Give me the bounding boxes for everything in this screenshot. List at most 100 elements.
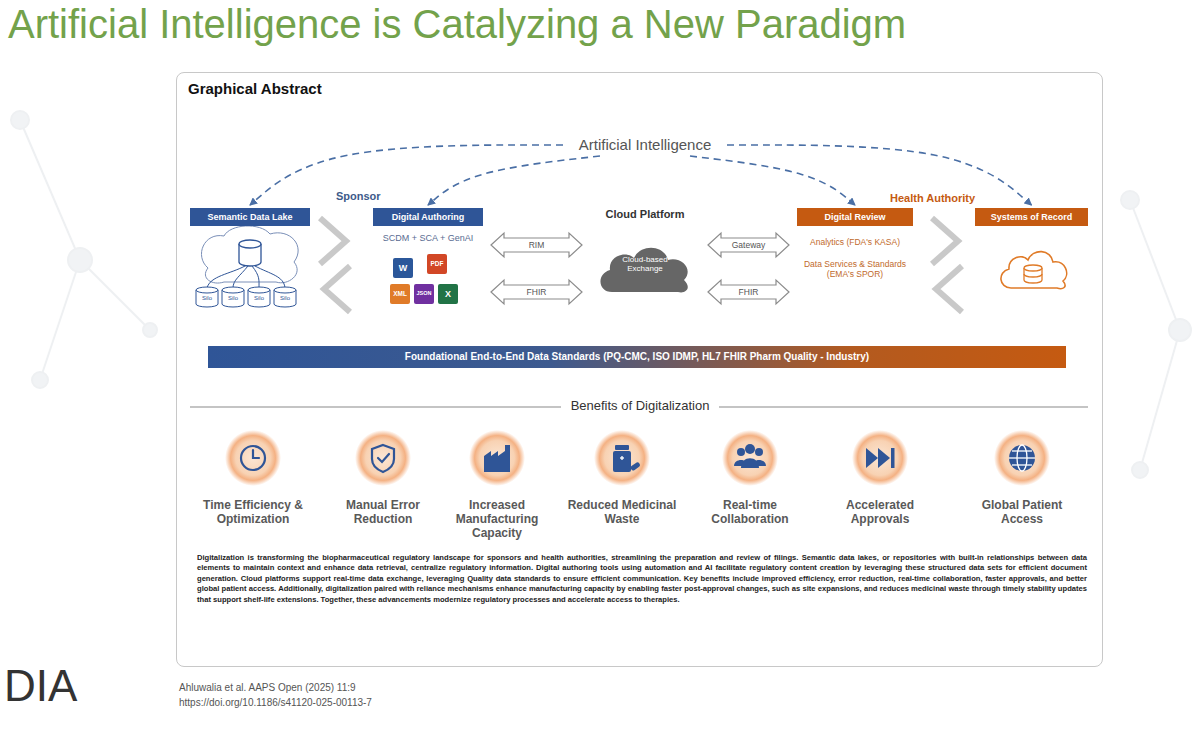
systems-of-record-panel-art <box>1024 274 1042 277</box>
benefit-icons <box>484 444 1035 472</box>
systems-of-record-panel-art <box>1024 265 1042 283</box>
network-watermark <box>68 248 92 272</box>
network-watermark <box>32 372 48 388</box>
benefit-icons <box>994 430 1050 486</box>
file-icon-text: JSON <box>414 290 434 296</box>
node-heading: Digital Authoring <box>373 208 483 226</box>
node-text: Analytics (FDA's KASA) <box>797 237 913 248</box>
benefit-label: Accelerated Approvals <box>825 498 935 526</box>
card-ground <box>176 72 1103 667</box>
benefit-icons <box>253 450 259 458</box>
network-watermark <box>1121 191 1139 209</box>
network-watermark <box>1169 319 1191 341</box>
authoring-panel-art <box>427 254 447 274</box>
benefit-icons <box>1009 445 1035 471</box>
sync-chevrons <box>320 218 346 264</box>
benefit-icons <box>741 458 759 468</box>
network-watermark <box>143 323 157 337</box>
file-icon-text: X <box>438 289 458 300</box>
cloud-platform: Cloud PlatformCloud-based Exchange <box>590 208 700 298</box>
ai-label: Artificial Intelligence <box>565 135 725 155</box>
data-lake-panel-art <box>196 287 218 293</box>
abstract-caption: Digitalization is transforming the bioph… <box>197 553 1087 605</box>
benefit-icons <box>737 448 745 456</box>
digital-review-panel: Digital ReviewAnalytics (FDA's KASA) Data… <box>797 208 913 313</box>
benefit-icons <box>378 454 389 462</box>
logo-text: DIA <box>4 660 104 712</box>
silo-label: Silo <box>222 295 244 302</box>
data-lake-panel-art <box>207 266 245 288</box>
network-watermark <box>80 260 150 330</box>
benefit-icons <box>241 445 394 472</box>
sync-chevrons <box>320 218 962 312</box>
benefit-label: Global Patient Access <box>962 498 1082 526</box>
data-lake-panel-art <box>239 240 261 266</box>
exchange-arrow <box>491 280 582 304</box>
node-heading: Semantic Data Lake <box>190 208 310 226</box>
benefit-icons <box>891 448 895 468</box>
sync-chevrons <box>324 266 350 312</box>
node-heading: Systems of Record <box>975 208 1088 226</box>
file-icon-text: W <box>393 263 413 274</box>
benefit-icons <box>372 445 394 472</box>
benefit-icons <box>745 444 755 454</box>
citation: https://doi.org/10.1186/s41120-025-00113… <box>179 697 579 709</box>
benefit-icons <box>878 448 890 468</box>
network-watermark <box>11 111 29 129</box>
data-lake-panel-art <box>239 240 261 248</box>
edge-label: Gateway <box>730 240 768 250</box>
exchange-arrow <box>491 233 582 257</box>
network-watermark <box>20 120 80 260</box>
file-icon-text: PDF <box>427 260 447 268</box>
data-standards-band: Foundational End-to-End Data Standards (… <box>208 346 1066 368</box>
benefit-icons <box>613 451 631 472</box>
benefit-icons <box>469 430 525 486</box>
systems-of-record-panel-art <box>1001 252 1067 289</box>
benefit-label: Manual Error Reduction <box>328 498 438 526</box>
benefit-icons <box>1012 464 1032 465</box>
node-heading: Digital Review <box>797 208 913 226</box>
data-lake-panel-art <box>222 287 244 293</box>
silo-label: Silo <box>274 295 296 302</box>
ai-dashed-arrow <box>727 145 1032 205</box>
node-text: Data Services & Standards (EMA's SPOR) <box>797 259 913 280</box>
network-watermark <box>1132 462 1148 478</box>
benefit-icons <box>755 448 763 456</box>
exchange-arrow <box>708 280 789 304</box>
silo-label: Silo <box>196 295 218 302</box>
benefit-label: Real-time Collaboration <box>690 498 810 526</box>
edge-label: RIM <box>527 240 547 250</box>
data-lake-panel-art <box>201 226 298 283</box>
data-lake-panel-art <box>196 287 296 307</box>
node-heading: Foundational End-to-End Data Standards (… <box>208 346 1066 367</box>
node-text: Cloud-based Exchange <box>612 255 678 273</box>
ai-dashed-arrow <box>428 156 600 205</box>
benefit-icons <box>630 461 641 471</box>
benefit-icons <box>866 448 878 468</box>
ai-dashed-arrow <box>250 145 563 205</box>
node-text: SCDM + SCA + GenAI <box>373 233 483 243</box>
cloud-platform-art <box>590 208 700 298</box>
data-lake-panel-art <box>233 266 248 288</box>
group-label: Health Authority <box>890 192 1000 205</box>
data-lake-panel-art <box>252 266 259 288</box>
benefit-label: Time Efficiency & Optimization <box>198 498 308 526</box>
section-heading: Benefits of Digitalization <box>561 398 720 413</box>
citation: Ahluwalia et al. AAPS Open (2025) 11:9 <box>179 682 579 694</box>
network-watermark <box>40 260 80 380</box>
logo-accent <box>176 674 177 675</box>
benefit-icons <box>484 445 510 472</box>
benefit-icons <box>852 430 908 486</box>
network-watermark <box>1140 330 1180 470</box>
benefit-label: Increased Manufacturing Capacity <box>442 498 552 540</box>
benefit-icons <box>620 445 1035 471</box>
node-heading: Artificial Intelligence <box>565 135 725 155</box>
benefit-icons <box>1012 450 1032 451</box>
sync-chevrons <box>932 218 958 264</box>
benefit-icons <box>594 430 650 486</box>
systems-of-record-panel: Systems of Record <box>975 208 1088 298</box>
benefit-label: Reduced Medicinal Waste <box>567 498 677 526</box>
network-watermark <box>1130 200 1180 330</box>
benefit-icons <box>355 430 411 486</box>
systems-of-record-panel-art <box>1024 265 1042 271</box>
